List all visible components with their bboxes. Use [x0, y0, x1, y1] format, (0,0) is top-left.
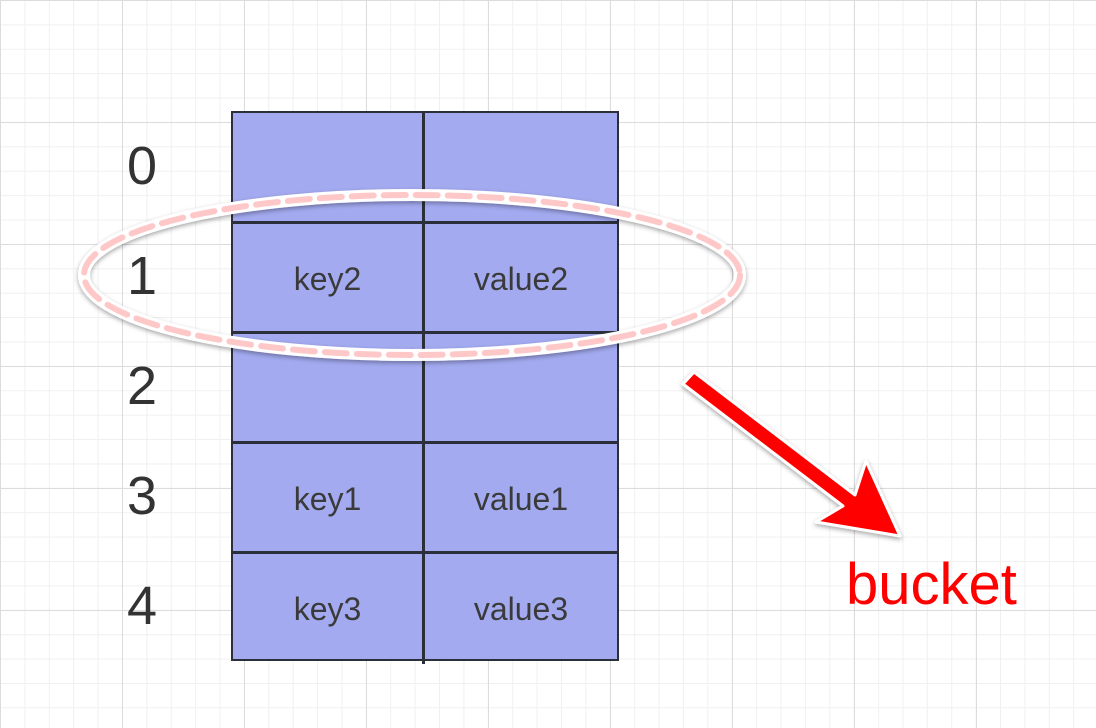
value-cell-0: [425, 113, 617, 223]
value-cell-1: value2: [473, 260, 569, 297]
key-cell-3: key1: [233, 444, 425, 554]
table-row-2: [233, 334, 617, 444]
index-label-0: 0: [126, 136, 158, 196]
table-row-4: key3 value3: [233, 554, 617, 664]
value-cell-2: [425, 334, 617, 444]
table-row-3: key1 value1: [233, 444, 617, 554]
row-divider: [233, 441, 617, 444]
table-row-1: key2 value2: [233, 224, 617, 334]
table-row-0: [233, 113, 617, 223]
key-cell-2: [233, 334, 425, 444]
value-cell-4: value3: [473, 590, 569, 627]
index-label-2: 2: [126, 356, 158, 416]
key-cell-4: key3: [233, 554, 425, 664]
hash-table: key2 value2 key1 value1 key3 value3: [231, 111, 619, 664]
row-divider: [233, 551, 617, 554]
bucket-label: bucket: [846, 552, 1017, 617]
index-label-1: 1: [126, 246, 158, 306]
index-label-3: 3: [126, 466, 158, 526]
value-cell-3: value1: [473, 480, 569, 517]
index-label-4: 4: [126, 576, 158, 636]
pointer-arrow: [681, 370, 902, 538]
key-cell-1: key2: [233, 224, 425, 334]
key-cell-0: [233, 113, 425, 223]
